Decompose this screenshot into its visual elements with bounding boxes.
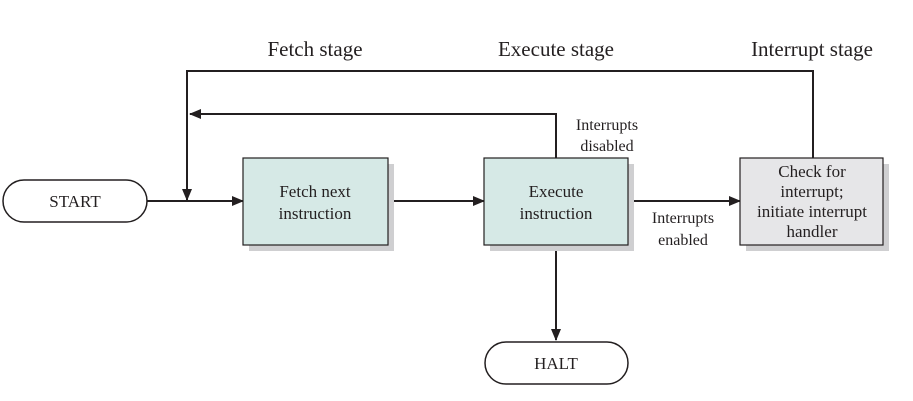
execute-stage-label: Execute stage (498, 37, 614, 61)
check-box-line4: handler (787, 222, 838, 241)
halt-label: HALT (534, 354, 578, 373)
start-label: START (49, 192, 101, 211)
interrupts-enabled-line1: Interrupts (652, 210, 714, 227)
fetch-box-line2: instruction (279, 204, 352, 223)
halt-terminal (484, 341, 629, 385)
interrupts-enabled-line2: enabled (658, 232, 708, 249)
interrupts-disabled-line2: disabled (580, 138, 633, 155)
fetch-next-instruction-box (242, 157, 389, 246)
execute-box-line1: Execute (529, 182, 584, 201)
check-box-line3: initiate interrupt (757, 202, 867, 221)
interrupts-disabled-arrow (189, 109, 557, 158)
check-box-line2: interrupt; (780, 182, 843, 201)
execute-instruction-box (483, 157, 629, 246)
start-terminal (2, 179, 148, 223)
fetch-box-line1: Fetch next (279, 182, 351, 201)
interrupt-stage-label: Interrupt stage (751, 37, 873, 61)
check-for-interrupt-box (739, 157, 884, 246)
fetch-stage-label: Fetch stage (267, 37, 362, 61)
interrupts-disabled-line1: Interrupts (576, 117, 638, 134)
interrupt-return-arrow (182, 70, 814, 201)
execute-box-line2: instruction (520, 204, 593, 223)
check-box-line1: Check for (778, 162, 846, 181)
